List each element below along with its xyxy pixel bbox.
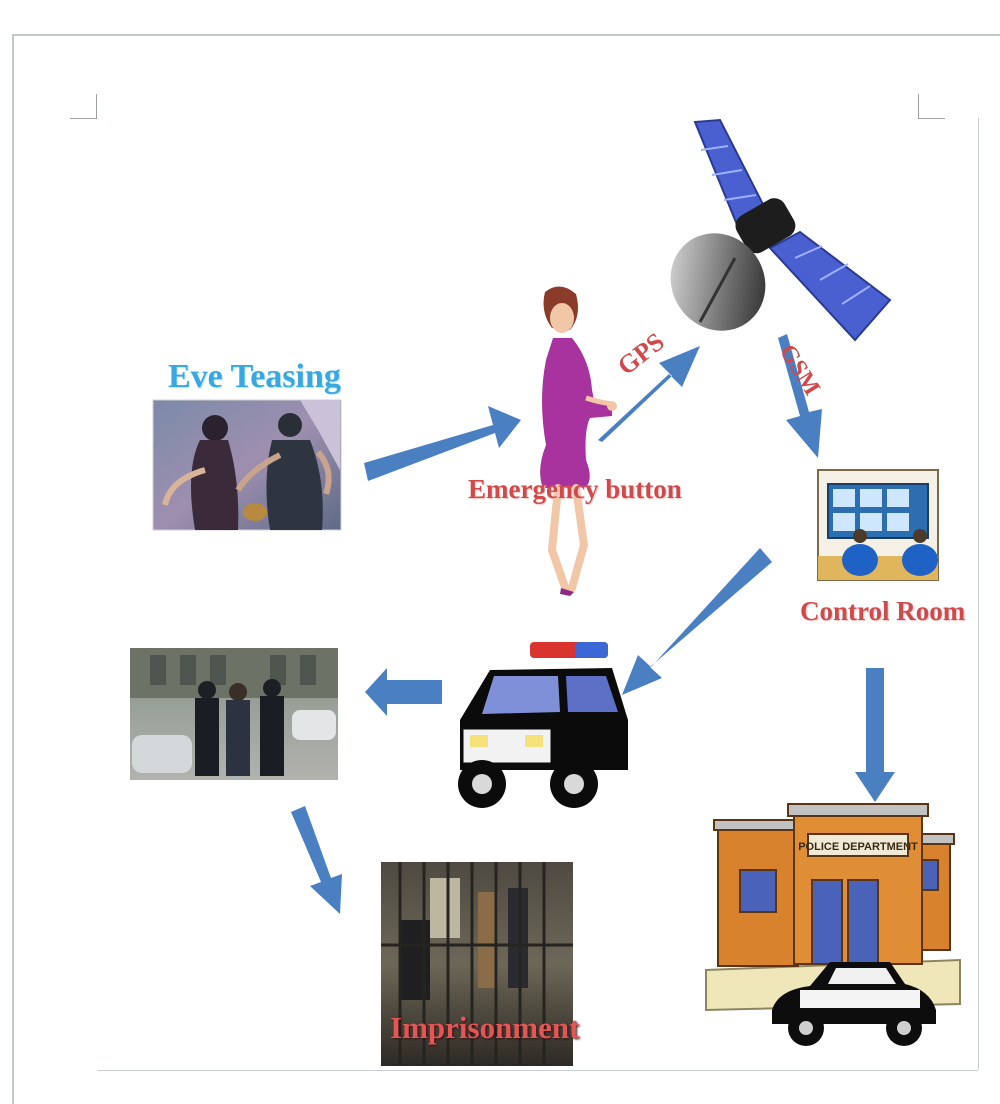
arrow-police-car-to-arrest — [365, 668, 442, 716]
arrow-eve-teasing-to-emergency-button — [364, 406, 521, 481]
arrow-control-room-to-police-car — [622, 548, 772, 695]
police-department-sign: POLICE DEPARTMENT — [798, 841, 918, 853]
eve-teasing-image — [153, 400, 341, 530]
arrest-photo — [130, 648, 338, 780]
control-room-illustration — [818, 470, 938, 580]
arrow-control-room-to-police-department — [855, 668, 895, 802]
police-department-illustration: POLICE DEPARTMENT — [706, 804, 960, 1046]
satellite-illustration — [652, 120, 890, 349]
control-room-label: Control Room — [800, 596, 965, 627]
police-car-illustration — [458, 642, 628, 808]
eve-teasing-label: Eve Teasing — [168, 358, 341, 396]
imprisonment-label: Imprisonment — [390, 1010, 579, 1046]
woman-emergency-button-illustration — [540, 286, 617, 596]
arrow-arrest-to-imprisonment — [291, 806, 342, 914]
emergency-button-label: Emergency button — [468, 474, 682, 505]
